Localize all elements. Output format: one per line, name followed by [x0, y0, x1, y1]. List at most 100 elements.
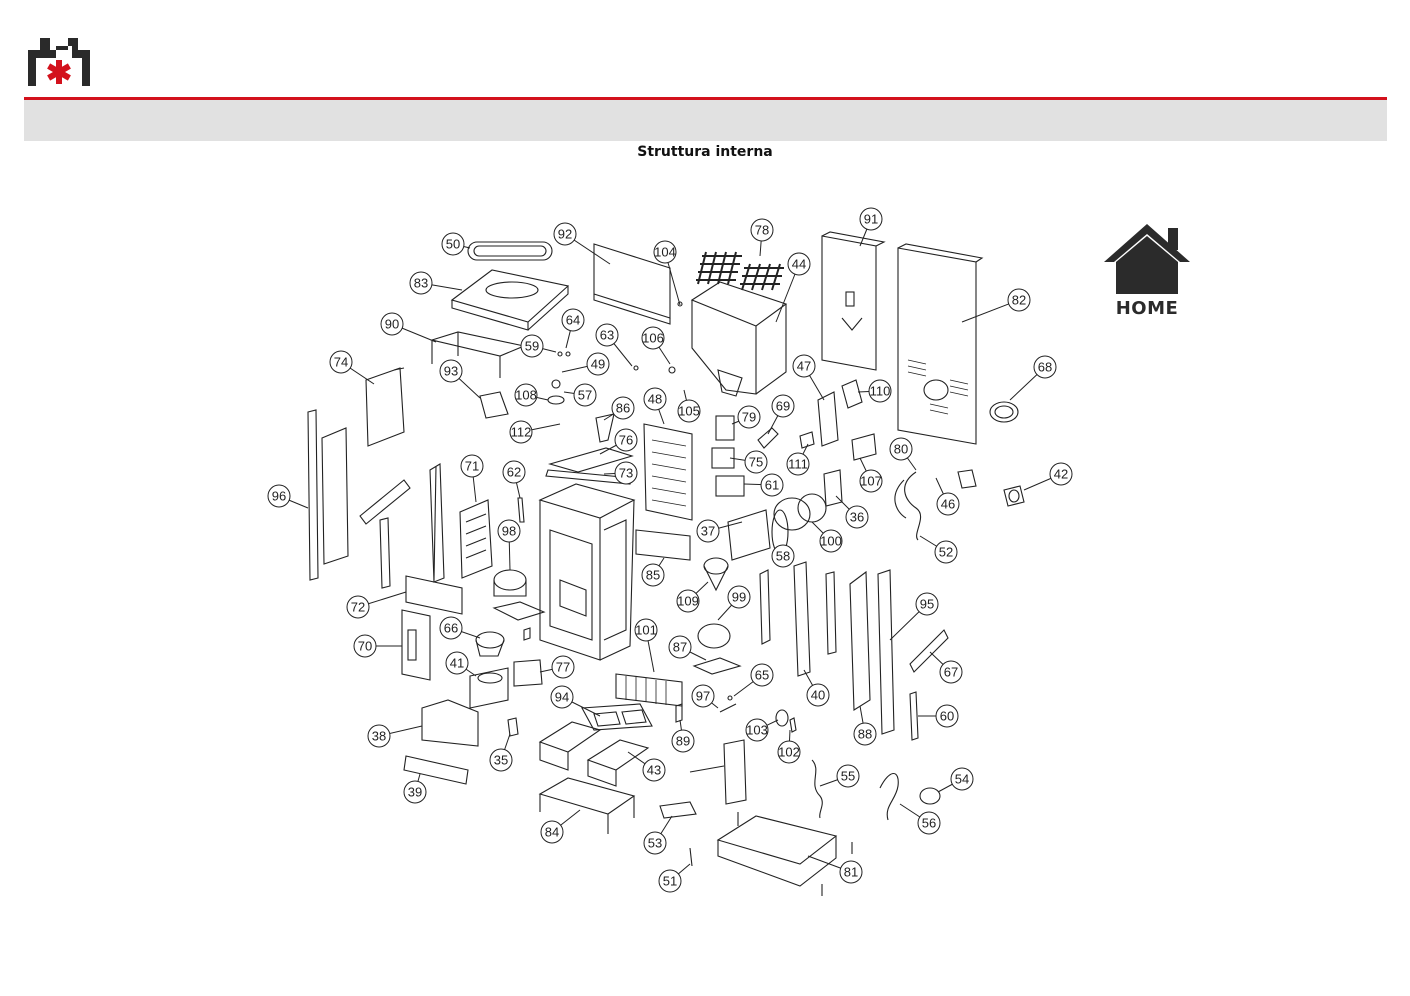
callout-label: 111: [788, 457, 808, 472]
callout-label: 35: [494, 753, 508, 768]
callout-103: 103: [745, 718, 779, 742]
callout-circle: [380, 312, 404, 336]
callout-label: 44: [792, 257, 806, 272]
callout-circle: [643, 831, 667, 855]
callout-74: 74: [329, 350, 375, 385]
callout-circle: [691, 684, 715, 708]
callout-50: 50: [441, 232, 471, 256]
callout-67: 67: [929, 651, 963, 684]
callout-label: 47: [797, 359, 811, 374]
callout-57: 57: [563, 383, 597, 407]
callout-label: 56: [922, 816, 936, 831]
callout-62: 62: [502, 460, 526, 499]
callout-circle: [786, 452, 810, 476]
callout-circle: [561, 308, 585, 332]
callout-circle: [353, 634, 377, 658]
callout-38: 38: [367, 724, 423, 748]
callout-86: 86: [603, 396, 635, 421]
callout-label: 79: [742, 410, 756, 425]
callout-label: 49: [591, 357, 605, 372]
callout-88: 88: [853, 705, 877, 746]
callout-71: 71: [460, 454, 484, 503]
callout-90: 90: [380, 312, 437, 343]
callout-circle: [771, 394, 795, 418]
callout-81: 81: [807, 855, 863, 884]
callout-53: 53: [643, 815, 673, 855]
callout-label: 60: [940, 709, 954, 724]
callout-circle: [643, 387, 667, 411]
callout-circle: [917, 811, 941, 835]
callout-label: 73: [619, 466, 633, 481]
callout-circle: [936, 492, 960, 516]
callout-circle: [859, 469, 883, 493]
callout-99: 99: [717, 585, 751, 621]
callout-circle: [553, 222, 577, 246]
callout-label: 53: [648, 836, 662, 851]
callout-label: 106: [642, 331, 664, 346]
page-title: Struttura interna: [637, 144, 773, 160]
callout-43: 43: [627, 751, 666, 782]
callout-circle: [497, 519, 521, 543]
callout-label: 38: [372, 729, 386, 744]
callout-76: 76: [599, 428, 638, 455]
callout-label: 82: [1012, 293, 1026, 308]
callout-111: 111: [786, 443, 810, 476]
callout-circle: [839, 860, 863, 884]
callout-87: 87: [668, 635, 707, 661]
callout-circle: [696, 519, 720, 543]
callout-circle: [445, 651, 469, 675]
callout-circle: [367, 724, 391, 748]
callout-77: 77: [539, 655, 575, 679]
callout-92: 92: [553, 222, 611, 265]
callout-circle: [611, 396, 635, 420]
callout-circle: [737, 405, 761, 429]
callout-circle: [777, 740, 801, 764]
callout-label: 67: [944, 665, 958, 680]
callout-48: 48: [643, 387, 667, 425]
callout-label: 101: [635, 623, 657, 638]
callout-circle: [489, 748, 513, 772]
callout-label: 52: [939, 545, 953, 560]
callout-label: 98: [502, 524, 516, 539]
callout-label: 107: [860, 474, 882, 489]
callout-101: 101: [634, 618, 658, 673]
callout-label: 51: [663, 874, 677, 889]
callout-circle: [668, 635, 692, 659]
callout-60: 60: [918, 704, 959, 728]
callout-circle: [915, 592, 939, 616]
home-button[interactable]: HOME: [1100, 218, 1194, 320]
callout-circle: [509, 420, 533, 444]
callout-82: 82: [961, 288, 1031, 323]
callout-label: 93: [444, 364, 458, 379]
callout-circle: [671, 729, 695, 753]
callout-label: 99: [732, 590, 746, 605]
callout-label: 80: [894, 442, 908, 457]
callout-label: 85: [646, 568, 660, 583]
callout-label: 109: [677, 594, 699, 609]
callout-102: 102: [777, 729, 801, 764]
callout-circle: [939, 660, 963, 684]
callout-91: 91: [859, 207, 883, 247]
callout-label: 105: [678, 404, 700, 419]
callout-label: 88: [858, 727, 872, 742]
callout-circle: [859, 207, 883, 231]
callout-label: 61: [765, 478, 779, 493]
home-icon: [1104, 224, 1190, 294]
callout-circle: [760, 473, 784, 497]
callout-84: 84: [540, 809, 581, 844]
callout-37: 37: [696, 519, 743, 543]
callout-circle: [658, 869, 682, 893]
callout-circle: [634, 618, 658, 642]
callout-circle: [1049, 462, 1073, 486]
callout-95: 95: [889, 592, 939, 641]
callout-circle: [677, 399, 701, 423]
callout-circle: [520, 334, 544, 358]
callout-circle: [641, 326, 665, 350]
diagram-parts: [307, 231, 1025, 896]
callout-72: 72: [346, 591, 407, 619]
callout-59: 59: [520, 334, 557, 358]
callout-label: 74: [334, 355, 348, 370]
callout-label: 110: [870, 384, 891, 399]
home-label: HOME: [1115, 298, 1179, 319]
brand-logo: [28, 38, 90, 86]
